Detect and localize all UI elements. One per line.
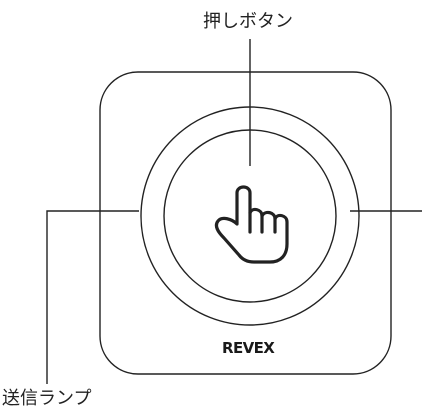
send-lamp-leader: [46, 210, 139, 384]
brand-logo: REVEX: [222, 339, 275, 357]
push-button-label: 押しボタン: [203, 11, 293, 32]
device-housing: [99, 71, 392, 375]
send-lamp-label: 送信ランプ: [2, 388, 92, 409]
pointing-hand-icon: [214, 185, 289, 264]
